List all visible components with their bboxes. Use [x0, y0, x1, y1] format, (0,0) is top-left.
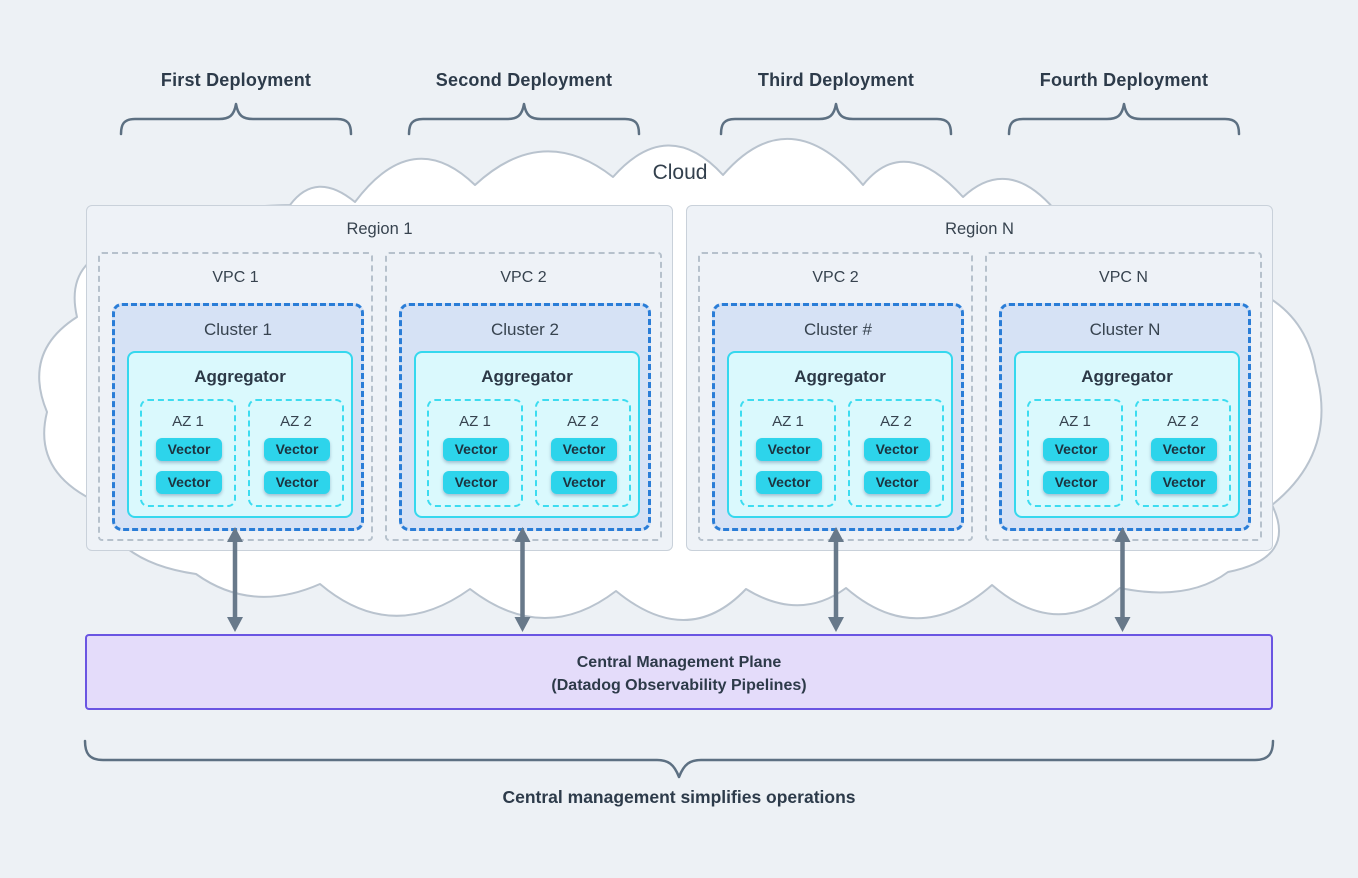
az-label: AZ 2 — [1167, 413, 1199, 430]
az-label: AZ 2 — [880, 413, 912, 430]
az-label: AZ 2 — [567, 413, 599, 430]
deployment-label-fourth: Fourth Deployment — [1039, 70, 1209, 90]
az-label: AZ 1 — [172, 413, 204, 430]
az-label: AZ 1 — [459, 413, 491, 430]
region-label: Region 1 — [346, 220, 413, 238]
deployment-label-second: Second Deployment — [435, 70, 613, 90]
vector-node: Vector — [864, 438, 930, 461]
aggregator-box: Aggregator AZ 1 Vector Vector AZ 2 Vecto… — [727, 351, 953, 518]
az-label: AZ 1 — [1059, 413, 1091, 430]
deployment-label-third: Third Deployment — [757, 70, 915, 90]
vector-node: Vector — [264, 471, 330, 494]
cluster-label: Cluster 2 — [490, 320, 560, 339]
cluster-box: Cluster # Aggregator AZ 1 Vector Vector … — [712, 303, 964, 531]
brace-first-deployment — [119, 102, 353, 136]
brace-second-deployment — [407, 102, 641, 136]
az-label: AZ 2 — [280, 413, 312, 430]
vector-node: Vector — [156, 471, 222, 494]
vector-node: Vector — [156, 438, 222, 461]
aggregator-box: Aggregator AZ 1 Vector Vector AZ 2 Vecto… — [1014, 351, 1240, 518]
vector-node: Vector — [756, 471, 822, 494]
vector-node: Vector — [551, 471, 617, 494]
az-box: AZ 2 Vector Vector — [535, 399, 631, 507]
region-1-box: Region 1 VPC 1 Cluster 1 Aggregator AZ 1… — [86, 205, 673, 551]
management-plane-title: Central Management Plane — [576, 654, 782, 671]
deployment-label-first: First Deployment — [160, 70, 312, 90]
brace-fourth-deployment — [1007, 102, 1241, 136]
vpc-label: VPC 2 — [812, 269, 859, 286]
vpc-label: VPC N — [1099, 269, 1148, 286]
aggregator-label: Aggregator — [794, 367, 886, 386]
az-box: AZ 1 Vector Vector — [1027, 399, 1123, 507]
brace-bottom — [83, 739, 1275, 779]
cluster-box: Cluster N Aggregator AZ 1 Vector Vector … — [999, 303, 1251, 531]
az-box: AZ 1 Vector Vector — [740, 399, 836, 507]
vector-node: Vector — [443, 471, 509, 494]
az-box: AZ 2 Vector Vector — [848, 399, 944, 507]
cluster-box: Cluster 2 Aggregator AZ 1 Vector Vector … — [399, 303, 651, 531]
cluster-label: Cluster # — [803, 320, 873, 339]
vector-node: Vector — [443, 438, 509, 461]
region-label: Region N — [945, 220, 1014, 238]
vpc-label: VPC 2 — [500, 269, 547, 286]
region-n-box: Region N VPC 2 Cluster # Aggregator AZ 1… — [686, 205, 1273, 551]
vector-node: Vector — [1043, 438, 1109, 461]
aggregator-label: Aggregator — [1081, 367, 1173, 386]
cluster-label: Cluster 1 — [203, 320, 273, 339]
az-box: AZ 1 Vector Vector — [140, 399, 236, 507]
vector-node: Vector — [551, 438, 617, 461]
central-management-plane-box: Central Management Plane (Datadog Observ… — [85, 634, 1273, 710]
az-box: AZ 1 Vector Vector — [427, 399, 523, 507]
vector-node: Vector — [1151, 471, 1217, 494]
aggregator-box: Aggregator AZ 1 Vector Vector AZ 2 Vecto… — [127, 351, 353, 518]
vector-node: Vector — [864, 471, 930, 494]
vpc-box: VPC 2 Cluster 2 Aggregator AZ 1 Vector V… — [385, 252, 662, 541]
management-plane-subtitle: (Datadog Observability Pipelines) — [551, 677, 807, 694]
aggregator-label: Aggregator — [481, 367, 573, 386]
vpc-box: VPC N Cluster N Aggregator AZ 1 Vector V… — [985, 252, 1262, 541]
vector-node: Vector — [264, 438, 330, 461]
cluster-box: Cluster 1 Aggregator AZ 1 Vector Vector … — [112, 303, 364, 531]
vector-node: Vector — [1043, 471, 1109, 494]
cloud-label: Cloud — [652, 161, 708, 184]
vpc-box: VPC 1 Cluster 1 Aggregator AZ 1 Vector V… — [98, 252, 373, 541]
aggregator-label: Aggregator — [194, 367, 286, 386]
cluster-label: Cluster N — [1089, 320, 1161, 339]
vpc-box: VPC 2 Cluster # Aggregator AZ 1 Vector V… — [698, 252, 973, 541]
vector-node: Vector — [1151, 438, 1217, 461]
vector-node: Vector — [756, 438, 822, 461]
az-label: AZ 1 — [772, 413, 804, 430]
az-box: AZ 2 Vector Vector — [248, 399, 344, 507]
vpc-label: VPC 1 — [212, 269, 259, 286]
az-box: AZ 2 Vector Vector — [1135, 399, 1231, 507]
bottom-caption: Central management simplifies operations — [502, 787, 856, 807]
brace-third-deployment — [719, 102, 953, 136]
aggregator-box: Aggregator AZ 1 Vector Vector AZ 2 Vecto… — [414, 351, 640, 518]
